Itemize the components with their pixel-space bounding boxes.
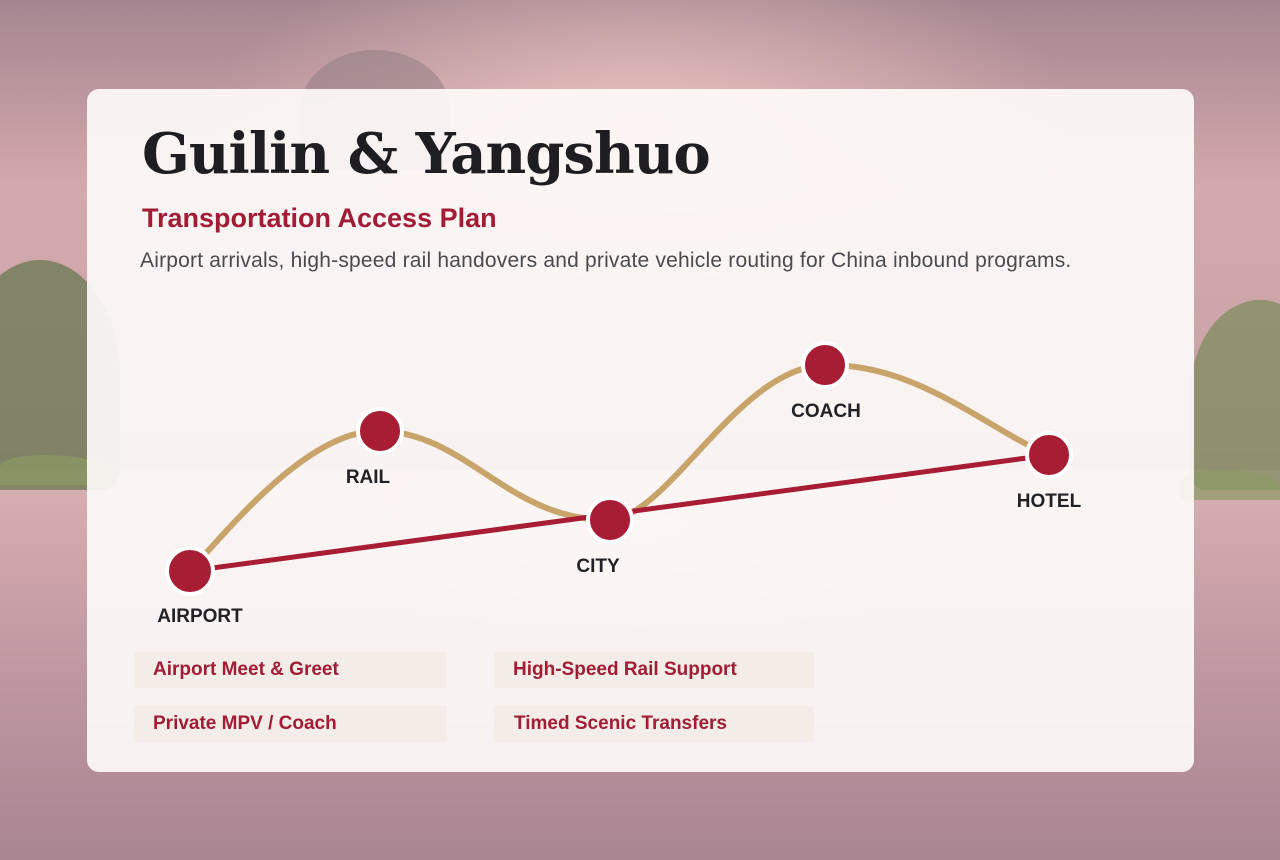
route-diagram: AIRPORT RAIL CITY COACH HOTEL <box>157 341 1082 627</box>
service-private-mpv-coach: Private MPV / Coach <box>134 706 447 742</box>
node-label-rail: RAIL <box>346 467 391 488</box>
content-card: Guilin & Yangshuo Transportation Access … <box>87 89 1194 772</box>
node-rail: RAIL <box>346 407 404 488</box>
page-subtitle: Transportation Access Plan <box>142 203 497 233</box>
node-label-airport: AIRPORT <box>157 606 243 627</box>
node-airport: AIRPORT <box>157 546 243 627</box>
node-hotel: HOTEL <box>1017 431 1082 512</box>
node-label-city: CITY <box>576 556 620 577</box>
service-airport-meet-greet: Airport Meet & Greet <box>134 652 447 688</box>
node-label-hotel: HOTEL <box>1017 491 1082 512</box>
shore-right <box>1180 470 1280 500</box>
page-title: Guilin & Yangshuo <box>142 121 711 187</box>
node-coach: COACH <box>791 341 861 422</box>
service-timed-scenic-transfers: Timed Scenic Transfers <box>494 706 814 742</box>
service-high-speed-rail: High-Speed Rail Support <box>494 652 814 688</box>
page-description: Airport arrivals, high-speed rail handov… <box>140 249 1072 272</box>
node-city: CITY <box>576 496 634 577</box>
node-label-coach: COACH <box>791 401 861 422</box>
